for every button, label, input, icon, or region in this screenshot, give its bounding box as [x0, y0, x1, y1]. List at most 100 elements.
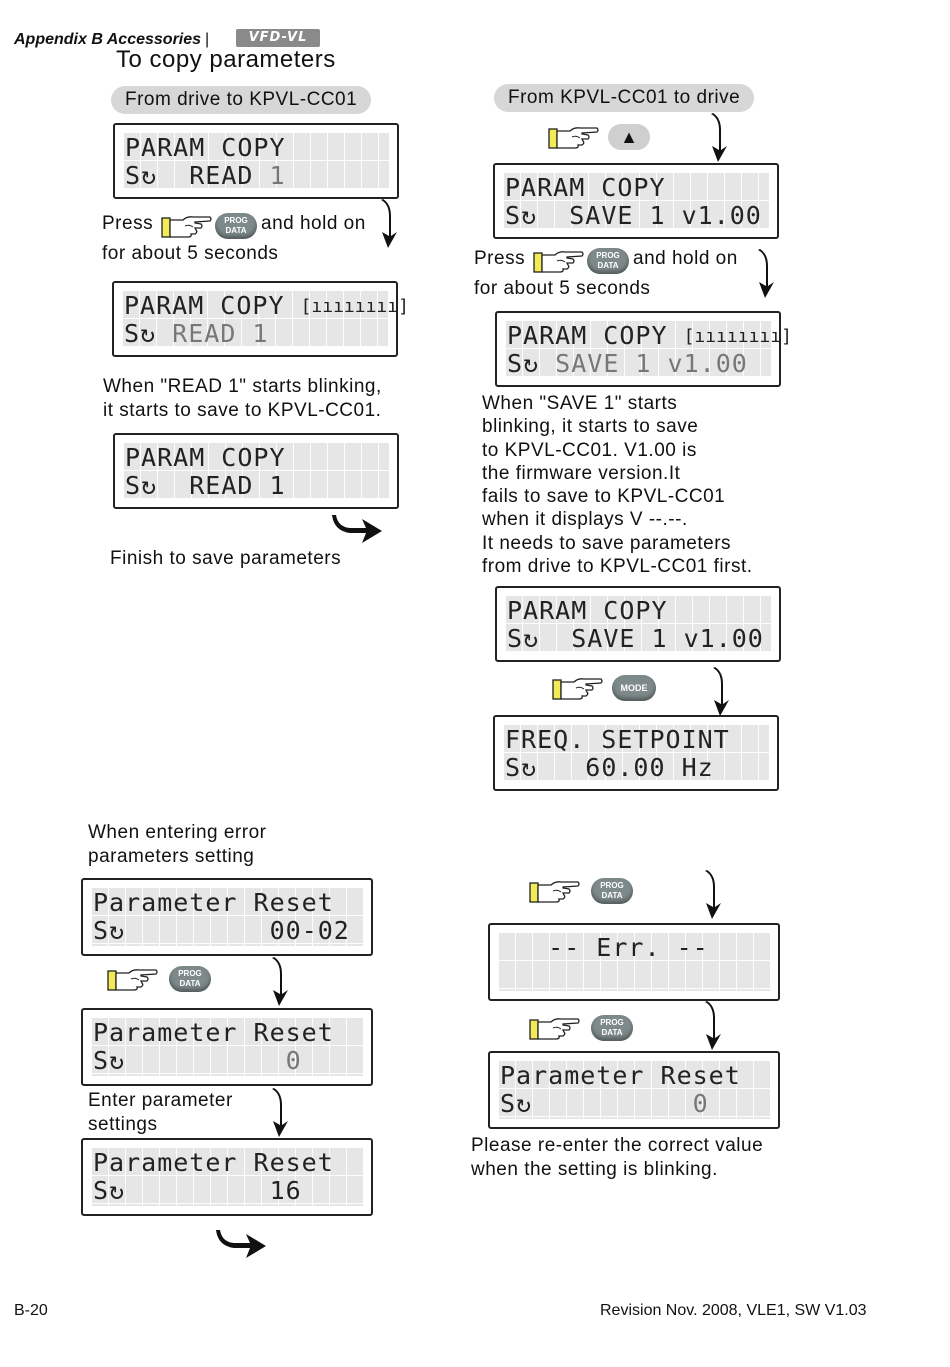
lcd-line-1-text: PARAM COPY	[124, 291, 285, 320]
finish-text: Finish to save parameters	[110, 548, 342, 569]
pointing-hand-icon	[529, 879, 581, 905]
lcd-line-2: S↻ 60.00 Hz	[505, 754, 714, 782]
pointing-hand-icon	[552, 676, 604, 702]
lcd-line-1: PARAM COPY	[507, 596, 668, 625]
data-label: DATA	[601, 1028, 623, 1037]
lcd-error-right-2: Parameter Reset S↻ 0	[488, 1051, 780, 1129]
error-heading: When entering error parameters setting	[88, 821, 266, 869]
arrow-down-icon	[266, 956, 292, 1008]
arrow-down-icon	[375, 198, 401, 250]
lcd-text: 60.00 Hz	[537, 753, 714, 782]
page-number: B-20	[14, 1302, 48, 1319]
mode-key[interactable]: MODE	[612, 675, 656, 701]
lcd-screen	[498, 933, 770, 991]
lcd-line-2: S↻ READ 1	[124, 320, 268, 348]
lcd-text: SAVE 1 v1.00	[537, 201, 762, 230]
lcd-error-left-1: Parameter Reset S↻ 00-02	[81, 878, 373, 956]
rotate-icon: ↻	[109, 1176, 126, 1205]
data-label: DATA	[601, 891, 623, 900]
header-separator: |	[205, 31, 210, 48]
lcd-line-2: S↻ SAVE 1 v1.00	[505, 202, 762, 230]
lcd-text: READ 1	[157, 471, 286, 500]
right-flow-pill: From KPVL-CC01 to drive	[494, 84, 755, 112]
lcd-right-1: PARAM COPY S↻ SAVE 1 v1.00	[493, 163, 779, 239]
up-key[interactable]: ▲	[608, 124, 650, 150]
lcd-blink-value: 0	[532, 1089, 709, 1118]
product-logo: VFD-VL	[236, 29, 320, 47]
lcd-line-1: PARAM COPY	[505, 173, 666, 202]
rotate-icon: ↻	[109, 1046, 126, 1075]
arrow-down-icon	[707, 666, 733, 718]
note-line: fails to save to KPVL-CC01	[482, 486, 726, 508]
rotate-icon: ↻	[516, 1089, 533, 1118]
progress-bar-icon: [ıııııııı]	[683, 326, 792, 347]
arrow-down-icon	[266, 1087, 292, 1139]
note-line: When "READ 1" starts blinking,	[103, 376, 382, 397]
lcd-screen	[123, 133, 389, 189]
prog-label: PROG	[600, 1018, 624, 1027]
lcd-screen	[505, 596, 771, 652]
lcd-line-1: Parameter Reset	[93, 888, 334, 917]
header-section: Appendix B Accessories|	[14, 31, 213, 49]
lcd-text: SAVE 1 v1.00	[539, 349, 748, 378]
note-line: from drive to KPVL-CC01 first.	[482, 556, 753, 578]
rotate-icon: ↻	[109, 916, 126, 945]
data-label: DATA	[597, 261, 619, 270]
arrow-right-icon	[214, 1228, 268, 1264]
arrow-down-icon	[699, 1000, 725, 1052]
rotate-icon: ↻	[523, 349, 540, 378]
prog-label: PROG	[178, 969, 202, 978]
left-note: When "READ 1" starts blinking, it starts…	[103, 375, 382, 423]
lcd-prefix: S	[125, 471, 142, 500]
prog-label: PROG	[600, 881, 624, 890]
lcd-screen	[91, 1018, 363, 1076]
press-instruction-left: Press	[102, 212, 153, 236]
lcd-screen	[123, 443, 389, 499]
arrow-down-icon	[705, 112, 731, 164]
lcd-screen	[498, 1061, 770, 1119]
lcd-line-2: S↻ READ 1	[125, 472, 286, 500]
lcd-screen	[503, 173, 769, 229]
rotate-icon: ↻	[521, 753, 538, 782]
lcd-screen	[91, 888, 363, 946]
lcd-prefix: S	[93, 1046, 110, 1075]
heading-line: parameters setting	[88, 846, 255, 867]
heading-line: When entering error	[88, 822, 267, 843]
lcd-text: SAVE 1 v1.00	[539, 624, 764, 653]
note-line: When "SAVE 1" starts	[482, 393, 678, 414]
press-line2-left: for about 5 seconds	[102, 243, 279, 264]
enter-line: Enter parameter	[88, 1090, 233, 1111]
press-after-right: and hold on	[633, 248, 738, 269]
error-right-note: Please re-enter the correct value when t…	[471, 1134, 763, 1182]
lcd-error-left-2: Parameter Reset S↻ 0	[81, 1008, 373, 1086]
note-line: blinking, it starts to save	[482, 416, 699, 438]
pointing-hand-icon	[533, 249, 585, 275]
lcd-right-4: FREQ. SETPOINT S↻ 60.00 Hz	[493, 715, 779, 791]
note-line: It needs to save parameters	[482, 532, 732, 554]
lcd-left-1: PARAM COPY S↻ READ 1	[113, 123, 399, 199]
enter-line: settings	[88, 1114, 158, 1135]
lcd-line-1: FREQ. SETPOINT	[505, 725, 730, 754]
lcd-text: 16	[125, 1176, 302, 1205]
lcd-line-2: S↻ 0	[93, 1047, 302, 1075]
lcd-prefix: S	[500, 1089, 517, 1118]
pointing-hand-icon	[107, 967, 159, 993]
arrow-down-icon	[752, 248, 778, 300]
rotate-icon: ↻	[140, 319, 157, 348]
lcd-prefix: S	[505, 201, 522, 230]
press-before: Press	[102, 213, 154, 234]
pointing-hand-icon	[548, 125, 600, 151]
lcd-line-2: S↻ 00-02	[93, 917, 350, 945]
press-line2-right: for about 5 seconds	[474, 278, 651, 299]
data-label: DATA	[225, 226, 247, 235]
lcd-line-2: S↻ READ 1	[125, 162, 286, 190]
lcd-screen	[503, 725, 769, 781]
lcd-screen	[505, 321, 771, 377]
lcd-left-3: PARAM COPY S↻ READ 1	[113, 433, 399, 509]
left-flow-pill: From drive to KPVL-CC01	[111, 86, 372, 114]
